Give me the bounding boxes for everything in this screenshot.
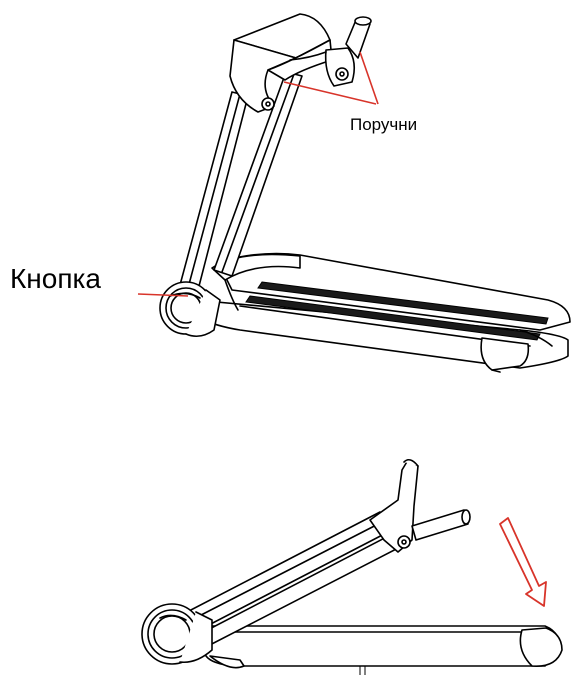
treadmill-folded <box>141 458 563 675</box>
treadmill-uprights <box>179 71 303 291</box>
handrails-label: Поручни <box>350 115 417 134</box>
folded-button <box>141 603 213 665</box>
treadmill-deck <box>194 252 571 373</box>
folding-button <box>159 281 221 338</box>
treadmill-unfolded: Поручни Кнопка <box>10 13 571 373</box>
down-right-arrow-icon <box>499 517 547 607</box>
button-leader-line <box>137 293 189 297</box>
handrail-leader-lines <box>283 51 379 105</box>
button-label: Кнопка <box>10 263 101 294</box>
treadmill-console <box>229 13 372 113</box>
folded-deck <box>199 625 563 675</box>
folded-console <box>369 458 471 553</box>
